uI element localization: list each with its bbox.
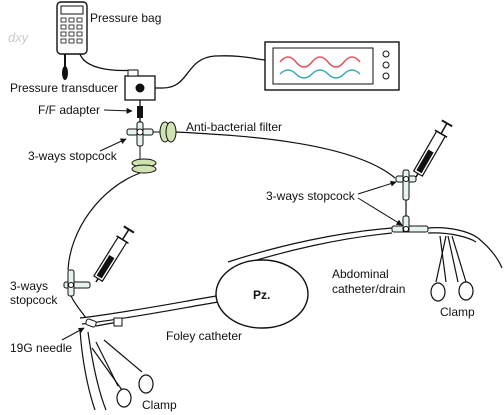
label-clamp-bottom: Clamp	[142, 398, 177, 412]
stopcock-right-upper	[395, 169, 417, 201]
stopcock-top	[126, 121, 154, 147]
foley-catheter	[79, 295, 217, 319]
ff-adapter	[137, 100, 143, 124]
label-pz: Pz.	[253, 288, 270, 302]
syringe-right	[412, 119, 453, 178]
clamp-bottom	[91, 339, 154, 408]
patient-pz	[215, 259, 309, 329]
needle-19g	[85, 317, 123, 328]
monitor-wave-top	[279, 56, 361, 68]
label-pressure-bag: Pressure bag	[90, 11, 161, 25]
label-clamp-right: Clamp	[440, 305, 475, 319]
label-stopcock-right: 3-ways stopcock	[266, 189, 356, 203]
watermark: dxy	[8, 30, 30, 45]
filter-lower	[131, 146, 157, 174]
anti-bacterial-filter	[153, 121, 177, 143]
monitor	[264, 41, 400, 91]
label-19g-needle: 19G needle	[10, 341, 72, 355]
label-abdominal-line2: catheter/drain	[332, 282, 405, 296]
stopcock-left	[63, 269, 91, 297]
pressure-transducer	[124, 69, 163, 101]
label-stopcock-top: 3-ways stopcock	[28, 149, 118, 163]
label-stopcock-left-line1: 3-ways	[10, 279, 48, 293]
label-anti-bacterial-filter: Anti-bacterial filter	[186, 120, 282, 134]
monitor-wave-bottom	[279, 69, 361, 79]
clamp-right	[430, 235, 474, 302]
abdominal-catheter	[227, 227, 393, 263]
stopcock-right-lower	[391, 215, 429, 233]
syringe-left	[93, 225, 135, 283]
label-ff-adapter: F/F adapter	[38, 103, 100, 117]
label-pressure-transducer: Pressure transducer	[10, 81, 118, 95]
label-stopcock-left-line2: stopcock	[10, 293, 58, 307]
label-abdominal-line1: Abdominal	[332, 267, 389, 281]
pressure-bag-device	[56, 1, 88, 80]
label-foley-catheter: Foley catheter	[166, 329, 242, 343]
